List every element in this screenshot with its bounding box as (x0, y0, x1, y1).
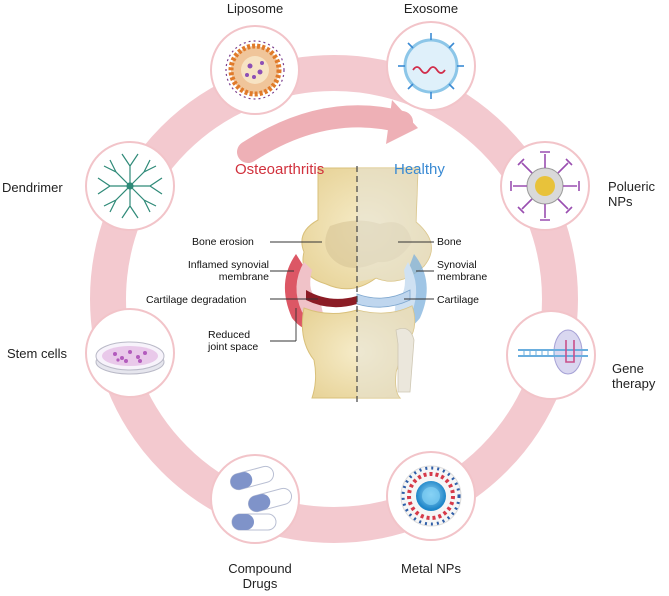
exosome-label: Exosome (403, 1, 459, 16)
reduced-joint-space-line1: Reduced (208, 329, 251, 341)
liposome-icon (225, 40, 285, 100)
polymeric-nps-label-line2: NPs (608, 194, 633, 209)
osteoarthritis-heading: Osteoarthritis (235, 161, 325, 178)
left-leaders (270, 241, 322, 342)
synovial-membrane-line1: Synovial (437, 259, 477, 271)
liposome-label: Liposome (226, 1, 284, 16)
cartilage-degradation-label: Cartilage degradation (146, 294, 247, 306)
cartilage-label: Cartilage (437, 294, 480, 306)
exosome-icon (398, 33, 464, 99)
knee-joint (284, 166, 432, 404)
inflamed-synovial-label: Inflamed synovial membrane (181, 259, 269, 283)
right-leaders (398, 241, 434, 300)
gene-therapy-label: Gene therapy (612, 361, 655, 391)
polymeric-nps-icon (510, 151, 580, 221)
synovial-membrane-label: Synovial membrane (437, 259, 487, 283)
bone-erosion-label: Bone erosion (192, 236, 254, 248)
compound-drugs-label-line2: Drugs (242, 576, 278, 591)
inflamed-synovial-line2: membrane (218, 271, 269, 283)
gene-therapy-label-line2: therapy (612, 376, 656, 391)
reduced-joint-space-label: Reduced joint space (208, 329, 258, 353)
dendrimer-label: Dendrimer (2, 180, 63, 195)
metal-nps-icon (400, 465, 462, 527)
polymeric-nps-label-line1: Polueric (608, 179, 655, 194)
compound-drugs-icon (229, 465, 293, 531)
stem-cells-label: Stem cells (7, 346, 67, 361)
cycle-ring (90, 55, 578, 543)
reduced-joint-space-line2: joint space (208, 341, 259, 353)
gene-therapy-icon (518, 329, 588, 375)
bone-label: Bone (437, 236, 462, 248)
gene-therapy-label-line1: Gene (612, 361, 644, 376)
dendrimer-icon (97, 153, 163, 219)
polymeric-nps-label: Polueric NPs (608, 179, 655, 209)
inflamed-synovial-line1: Inflamed synovial (187, 259, 269, 271)
compound-drugs-label: Compound Drugs (210, 561, 310, 591)
transition-arrow (237, 100, 418, 163)
stem-cells-icon (95, 341, 165, 375)
compound-drugs-label-line1: Compound (228, 561, 292, 576)
metal-nps-label: Metal NPs (401, 561, 461, 576)
synovial-membrane-line2: membrane (437, 271, 488, 283)
healthy-heading: Healthy (394, 161, 445, 178)
